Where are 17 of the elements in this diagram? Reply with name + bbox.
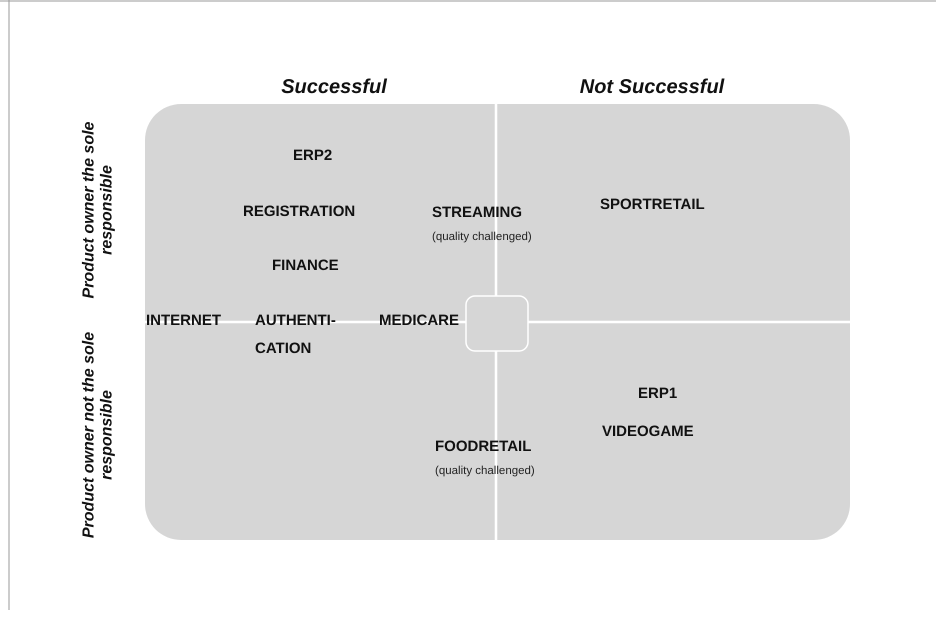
project-name: SPORTRETAIL	[600, 196, 705, 214]
project-name: INTERNET	[146, 312, 221, 330]
project-name: VIDEOGAME	[602, 423, 694, 440]
project-name: FINANCE	[272, 257, 339, 274]
project-name: STREAMING	[432, 204, 522, 222]
note: (quality challenged)	[432, 231, 532, 244]
project-name: ERP2	[293, 147, 332, 164]
note: (quality challenged)	[435, 465, 535, 478]
project-name: AUTHENTI- CATION	[255, 311, 337, 359]
project-name: REGISTRATION	[243, 203, 356, 220]
project-name: ERP1	[638, 385, 678, 402]
row-heading: Product owner not the sole responsible	[80, 330, 117, 540]
project-name: MEDICARE	[379, 312, 460, 330]
row-heading: Product owner the sole responsible	[80, 120, 117, 300]
column-heading: Successful	[281, 76, 387, 99]
column-heading: Not Successful	[580, 76, 724, 99]
project-name: FOODRETAIL	[435, 438, 532, 456]
